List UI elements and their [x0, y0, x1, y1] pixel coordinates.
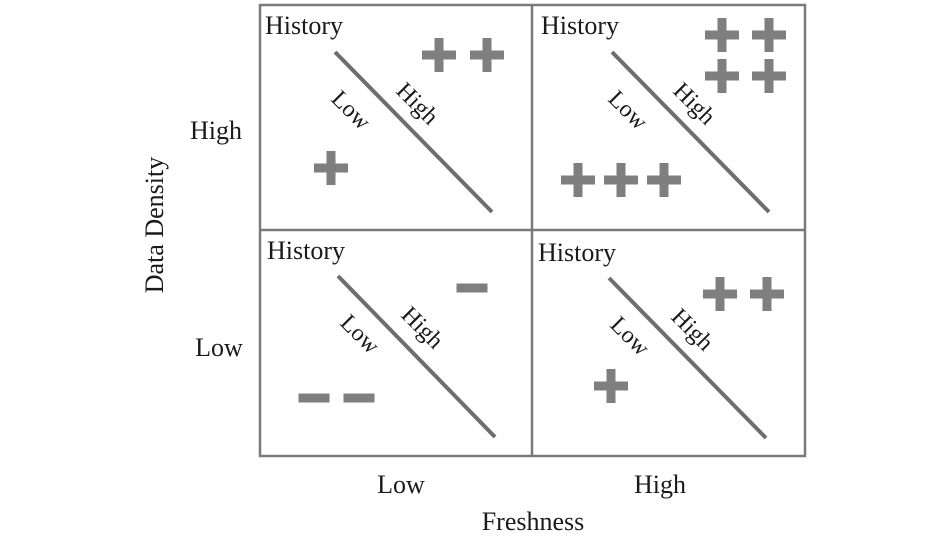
plus-mark [561, 163, 595, 197]
plus-mark [750, 277, 784, 311]
plus-mark [703, 277, 737, 311]
plus-mark [470, 38, 504, 72]
cell-low-density-low-freshness: History Low High [267, 236, 497, 439]
cell-title: History [267, 236, 345, 265]
cell-title: History [538, 238, 616, 267]
diag-label-low: Low [326, 86, 376, 136]
x-axis-label: Freshness [482, 507, 585, 536]
plus-mark [604, 163, 638, 197]
minus-mark [298, 393, 330, 403]
plus-mark [594, 369, 628, 403]
diag-label-high: High [666, 304, 718, 356]
cell-high-density-low-freshness: History Low High [265, 11, 504, 214]
cell-title: History [541, 11, 619, 40]
history-diagonal-line [336, 274, 497, 439]
plus-mark [705, 18, 739, 52]
diag-label-low: Low [603, 86, 653, 136]
minus-mark [456, 283, 488, 293]
plus-mark [705, 59, 739, 93]
history-diagonal-line [333, 50, 494, 214]
cell-high-density-high-freshness: History Low High [541, 11, 786, 214]
cell-low-density-high-freshness: History Low High [538, 238, 784, 440]
plus-mark [647, 163, 681, 197]
y-tick-high: High [190, 116, 242, 145]
plus-mark [422, 38, 456, 72]
diag-label-high: High [668, 78, 720, 130]
history-diagonal-line [607, 276, 768, 440]
diag-label-high: High [396, 302, 448, 354]
y-tick-low: Low [195, 333, 243, 362]
plus-mark [314, 151, 348, 185]
history-diagonal-line [610, 50, 771, 214]
minus-mark [343, 393, 375, 403]
plus-mark [752, 59, 786, 93]
y-axis-label: Data Density [140, 157, 169, 293]
plus-mark [752, 18, 786, 52]
diag-label-high: High [391, 78, 443, 130]
x-tick-low: Low [377, 470, 425, 499]
x-tick-high: High [634, 470, 686, 499]
cell-title: History [265, 11, 343, 40]
